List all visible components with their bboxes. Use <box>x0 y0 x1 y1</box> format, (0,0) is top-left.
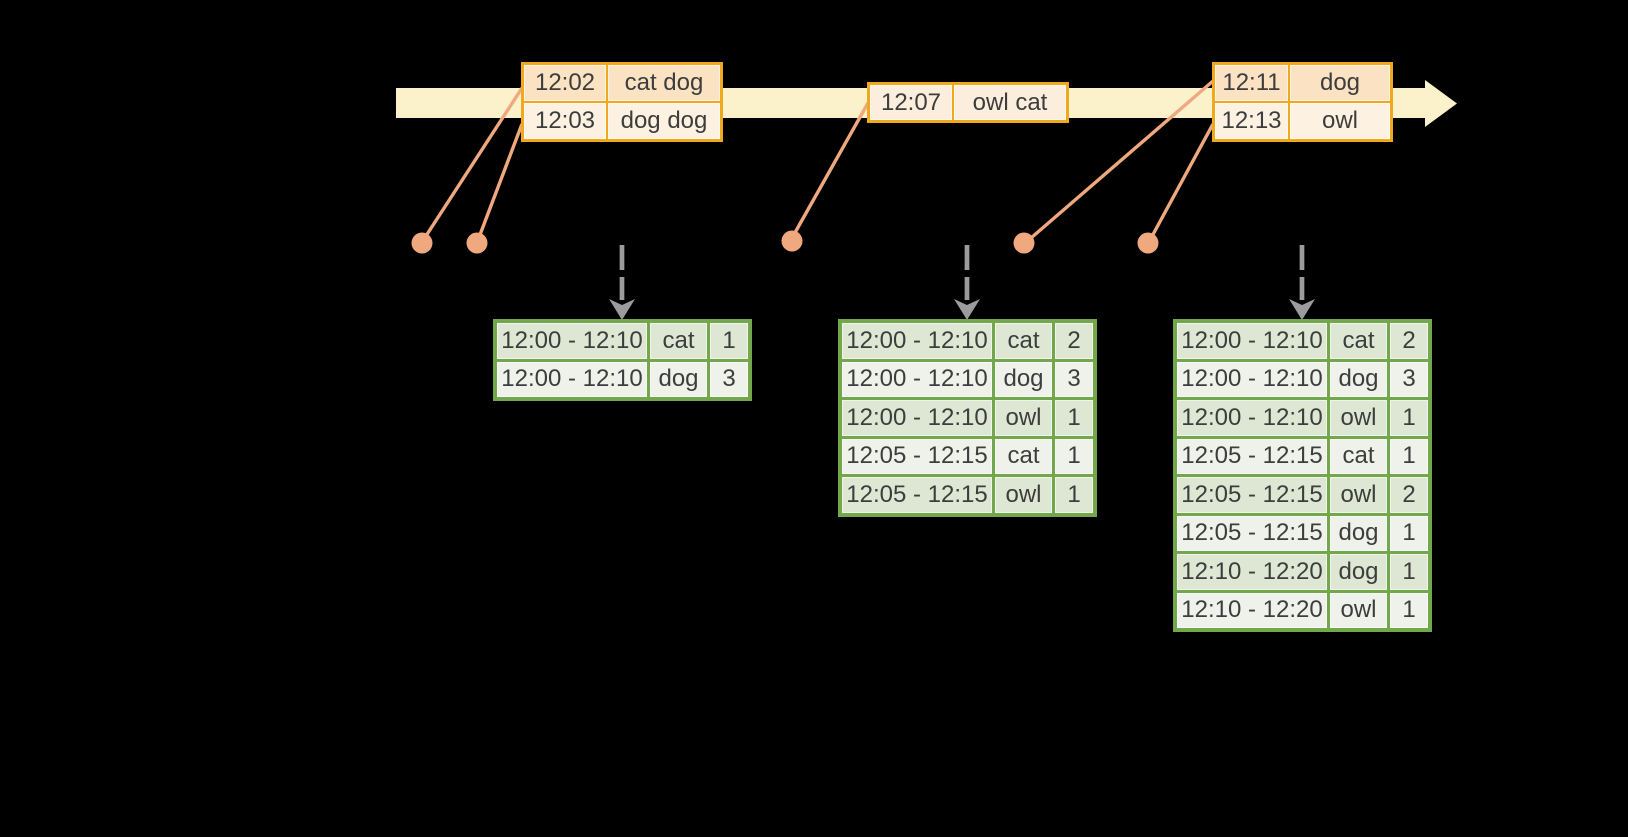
window-cell: 12:00 - 12:10 <box>497 323 647 359</box>
count-cell: 1 <box>1390 438 1428 474</box>
count-cell: 1 <box>1055 400 1093 436</box>
count-cell: 1 <box>1390 400 1428 436</box>
event-dot <box>411 232 433 254</box>
event-words-cell: cat dog <box>608 65 720 101</box>
event-time-cell: 12:07 <box>870 85 952 120</box>
word-cell: dog <box>1330 361 1387 397</box>
count-cell: 3 <box>1055 361 1093 397</box>
window-cell: 12:00 - 12:10 <box>842 361 992 397</box>
word-cell: owl <box>1330 400 1387 436</box>
event-time-cell: 12:03 <box>524 103 606 139</box>
window-cell: 12:10 - 12:20 <box>1177 592 1327 628</box>
window-cell: 12:05 - 12:15 <box>842 438 992 474</box>
window-cell: 12:05 - 12:15 <box>1177 515 1327 551</box>
event-dot <box>466 232 488 254</box>
trigger-down-arrow-icon <box>609 245 635 320</box>
window-cell: 12:00 - 12:10 <box>1177 361 1327 397</box>
event-connector-line <box>790 102 870 239</box>
count-cell: 2 <box>1390 477 1428 513</box>
count-cell: 1 <box>1390 592 1428 628</box>
event-time-cell: 12:11 <box>1215 65 1288 101</box>
event-words-cell: dog <box>1290 65 1390 101</box>
word-cell: cat <box>650 323 707 359</box>
event-time-cell: 12:02 <box>524 65 606 101</box>
count-cell: 3 <box>710 361 748 397</box>
event-connector-line <box>1148 123 1215 241</box>
count-cell: 1 <box>1390 554 1428 590</box>
count-cell: 1 <box>1390 515 1428 551</box>
event-connector-line <box>1029 79 1215 240</box>
event-connector-line <box>476 123 524 241</box>
event-words-cell: owl cat <box>954 85 1066 120</box>
word-cell: owl <box>995 400 1052 436</box>
trigger-down-arrow-icon <box>954 245 980 320</box>
count-cell: 1 <box>1055 438 1093 474</box>
window-cell: 12:00 - 12:10 <box>1177 323 1327 359</box>
window-cell: 12:05 - 12:15 <box>1177 438 1327 474</box>
event-dot <box>1013 232 1035 254</box>
word-cell: owl <box>995 477 1052 513</box>
window-cell: 12:05 - 12:15 <box>842 477 992 513</box>
event-connector-line <box>422 87 524 240</box>
count-cell: 3 <box>1390 361 1428 397</box>
word-cell: owl <box>1330 592 1387 628</box>
word-cell: cat <box>1330 438 1387 474</box>
window-cell: 12:00 - 12:10 <box>842 400 992 436</box>
word-cell: cat <box>995 438 1052 474</box>
window-cell: 12:10 - 12:20 <box>1177 554 1327 590</box>
count-cell: 2 <box>1390 323 1428 359</box>
window-cell: 12:00 - 12:10 <box>497 361 647 397</box>
window-cell: 12:00 - 12:10 <box>1177 400 1327 436</box>
event-time-cell: 12:13 <box>1215 103 1288 139</box>
word-cell: owl <box>1330 477 1387 513</box>
count-cell: 2 <box>1055 323 1093 359</box>
event-dot <box>781 230 803 252</box>
word-cell: dog <box>650 361 707 397</box>
word-cell: dog <box>1330 515 1387 551</box>
word-cell: cat <box>995 323 1052 359</box>
event-words-cell: owl <box>1290 103 1390 139</box>
trigger-down-arrow-icon <box>1289 245 1315 320</box>
count-cell: 1 <box>1055 477 1093 513</box>
word-cell: dog <box>1330 554 1387 590</box>
word-cell: cat <box>1330 323 1387 359</box>
event-words-cell: dog dog <box>608 103 720 139</box>
window-cell: 12:00 - 12:10 <box>842 323 992 359</box>
word-cell: dog <box>995 361 1052 397</box>
count-cell: 1 <box>710 323 748 359</box>
event-dot <box>1137 232 1159 254</box>
window-cell: 12:05 - 12:15 <box>1177 477 1327 513</box>
